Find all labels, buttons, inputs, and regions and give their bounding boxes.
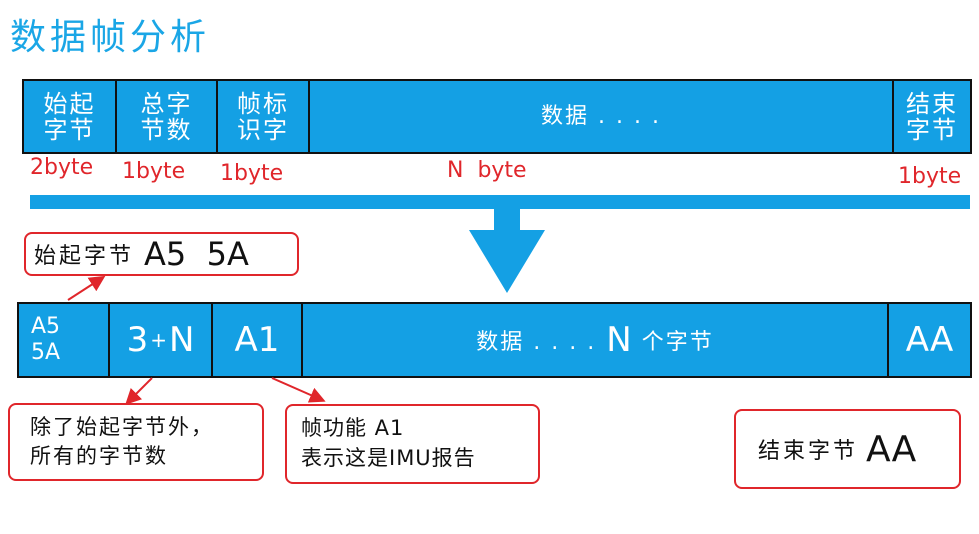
function-callout: 帧功能 A1 表示这是IMU报告: [285, 404, 540, 484]
end-callout: 结束字节 AA: [734, 409, 961, 489]
end-label: 结束字节: [758, 439, 859, 464]
arrow-start: [67, 275, 106, 301]
size-count: 1byte: [122, 159, 186, 184]
top-cell-data: 数据 . . . .: [310, 81, 894, 152]
arrow-func: [271, 377, 326, 403]
count-n: N: [168, 320, 195, 360]
start-bytes-callout: 始起字节 A5 5A: [24, 232, 299, 276]
end-value: AA: [866, 428, 917, 470]
bottom-cell-data: 数据 . . . . N 个字节: [303, 304, 889, 376]
top-cell-start: 始起 字节: [24, 81, 117, 152]
size-end: 1byte: [898, 164, 962, 189]
arrow-count: [125, 377, 153, 405]
data-bytes: 个字节: [641, 330, 714, 355]
page-title: 数据帧分析: [10, 17, 211, 58]
size-data: N byte: [447, 158, 527, 183]
divider-line: [30, 195, 970, 209]
count-plus: +: [150, 328, 167, 352]
bottom-cell-start: A5 5A: [19, 304, 110, 376]
bottom-cell-id: A1: [213, 304, 303, 376]
count-three: 3: [126, 320, 149, 360]
data-text: 数据 . . . .: [476, 330, 597, 355]
data-n: N: [606, 320, 632, 360]
size-id: 1byte: [220, 161, 284, 186]
bottom-cell-count: 3 + N: [110, 304, 213, 376]
top-cell-id: 帧标 识字: [218, 81, 310, 152]
count-callout: 除了始起字节外， 所有的字节数: [8, 403, 264, 481]
bottom-cell-end: AA: [905, 320, 954, 360]
top-frame: 始起 字节 总字 节数 帧标 识字 数据 . . . . 结束 字节: [22, 79, 972, 154]
bottom-frame: A5 5A 3 + N A1 数据 . . . . N 个字节 AA: [17, 302, 972, 378]
down-arrow-icon: [469, 205, 545, 293]
start-bytes-label: 始起字节: [34, 244, 135, 269]
top-cell-count: 总字 节数: [117, 81, 218, 152]
start-bytes-value: A5 5A: [144, 235, 249, 273]
top-cell-end: 结束 字节: [906, 89, 958, 144]
size-start: 2byte: [30, 155, 94, 180]
